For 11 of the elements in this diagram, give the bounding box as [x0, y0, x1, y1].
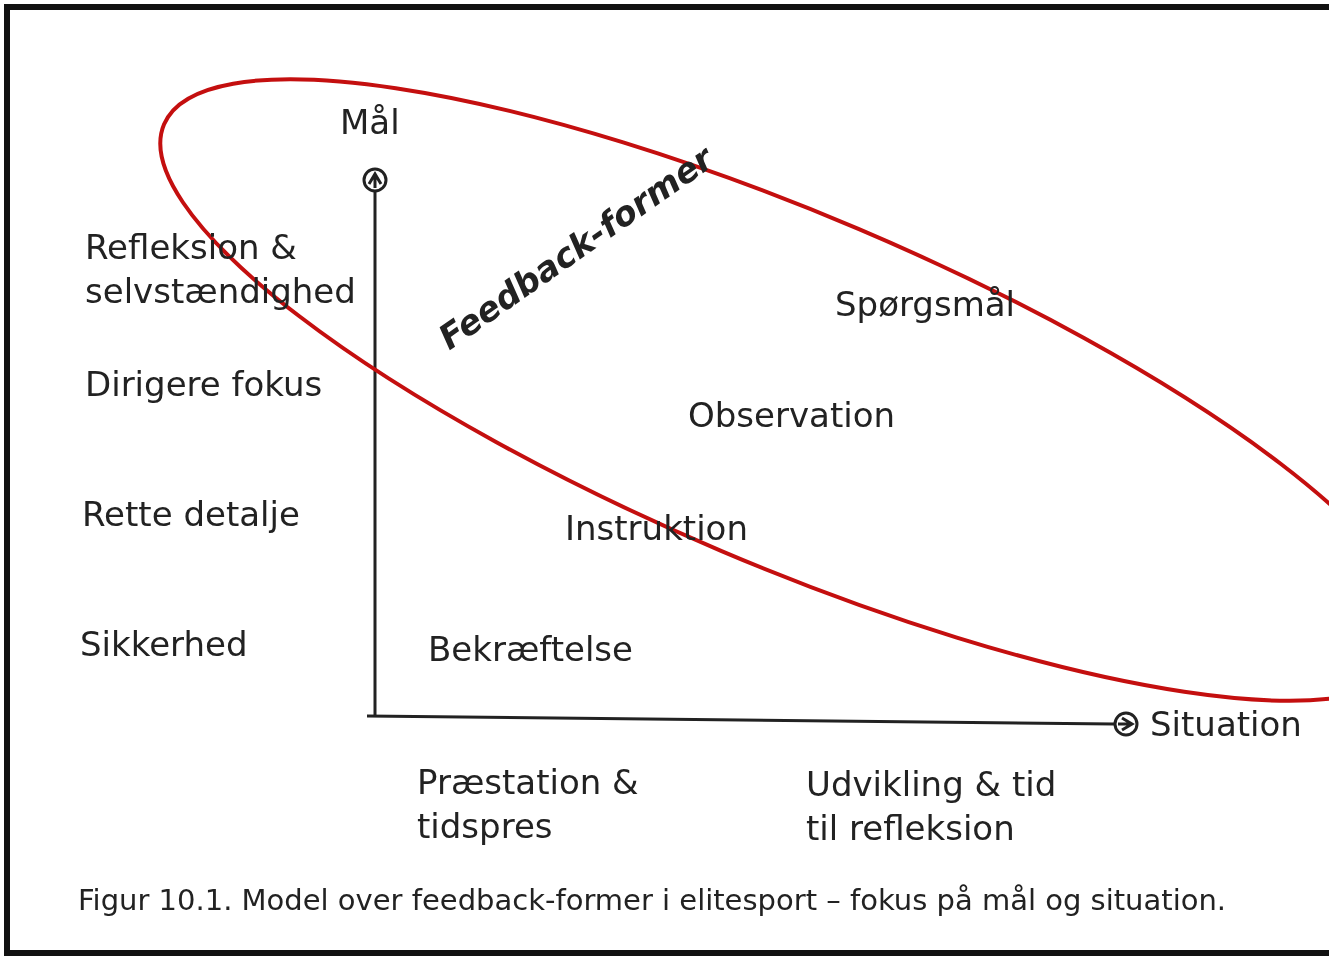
- feedback-form-label: Spørgsmål: [835, 283, 1016, 326]
- feedback-form-label: Observation: [688, 394, 896, 437]
- axis-category-label: Udvikling & tid til refleksion: [806, 763, 1058, 850]
- axis-category-label: Rette detalje: [82, 493, 300, 536]
- axis-label: Situation: [1150, 703, 1302, 746]
- axis-category-label: Dirigere fokus: [85, 363, 323, 406]
- axis-category-label: Sikkerhed: [80, 623, 248, 666]
- axis-category-label: Præstation & tidspres: [417, 761, 640, 848]
- axis-label: Mål: [340, 101, 400, 144]
- figure-caption: Figur 10.1. Model over feedback-former i elitesport – fokus på mål og situation.: [78, 882, 1227, 919]
- feedback-form-label: Bekræftelse: [428, 628, 633, 671]
